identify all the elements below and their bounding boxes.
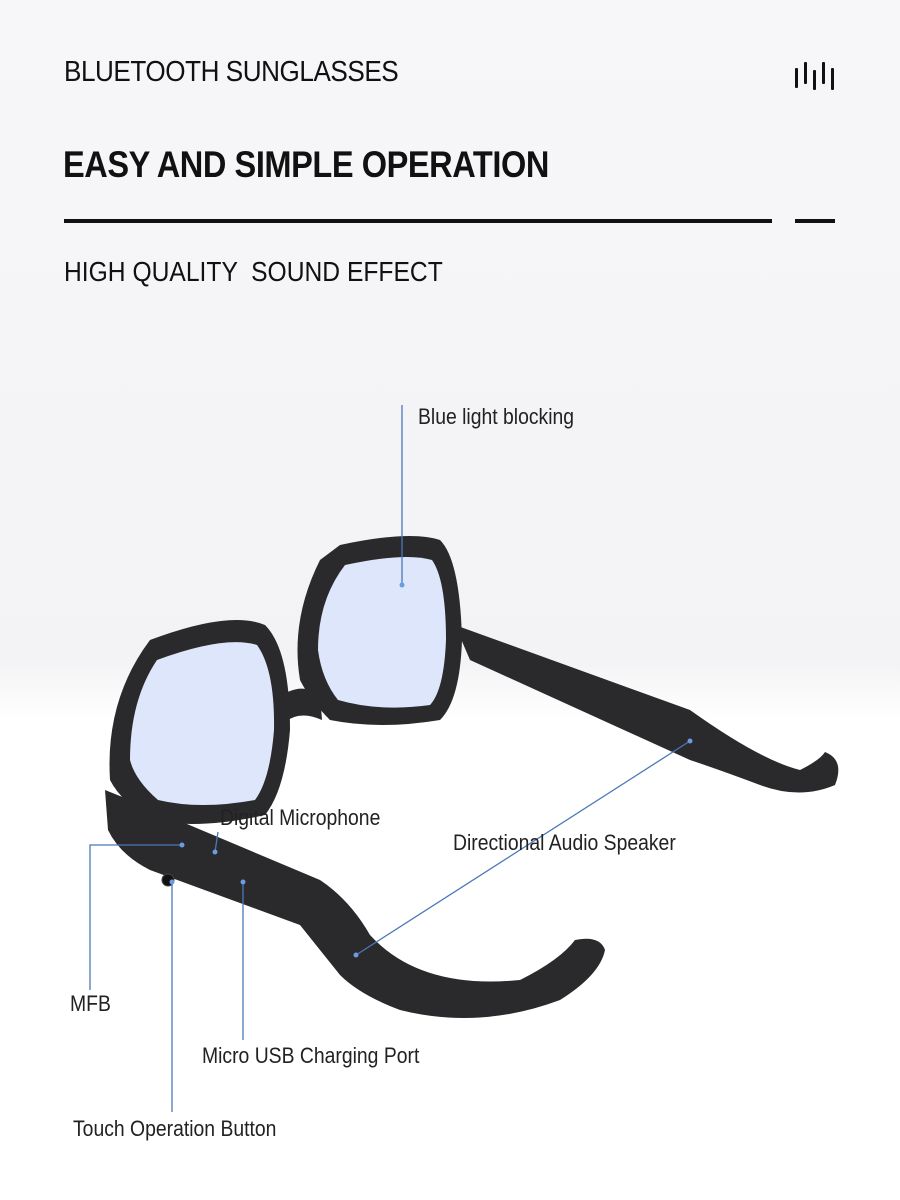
brand-title: BLUETOOTH SUNGLASSES [64, 56, 399, 88]
sound-bars-icon [795, 62, 837, 92]
divider [64, 219, 772, 223]
subheadline: HIGH QUALITY SOUND EFFECT [64, 256, 443, 287]
callout-microphone: Digital Microphone [220, 805, 381, 830]
callout-mfb: MFB [70, 991, 111, 1016]
callout-speaker: Directional Audio Speaker [453, 830, 676, 855]
callout-blue-light: Blue light blocking [418, 404, 575, 429]
headline: EASY AND SIMPLE OPERATION [63, 144, 549, 185]
callout-usb: Micro USB Charging Port [202, 1043, 420, 1068]
callout-touch: Touch Operation Button [73, 1116, 277, 1141]
divider-short [795, 219, 835, 223]
